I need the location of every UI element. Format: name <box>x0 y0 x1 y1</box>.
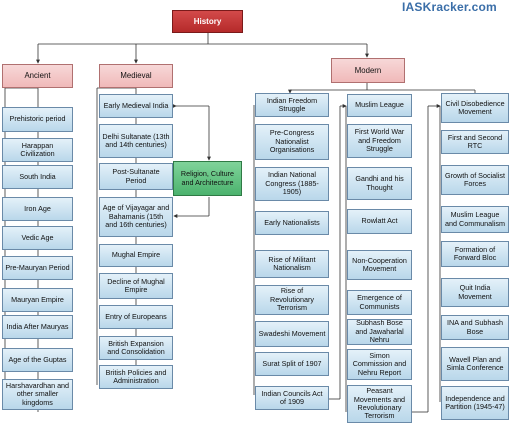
medieval-topic-3: Post-Sultanate Period <box>99 163 173 190</box>
modern-topic-c-6: Quit India Movement <box>441 278 509 307</box>
brand-watermark: IASKracker.com <box>402 0 497 14</box>
modern-topic-c-4: Muslim League and Communalism <box>441 206 509 233</box>
ancient-header: Ancient <box>2 64 73 88</box>
modern-topic-b-1: Muslim League <box>347 94 412 117</box>
modern-topic-b-3: Gandhi and his Thought <box>347 167 412 200</box>
modern-topic-a-6: Rise of Revolutionary Terrorism <box>255 285 329 315</box>
modern-topic-b-2: First World War and Freedom Struggle <box>347 124 412 158</box>
medieval-topic-5: Mughal Empire <box>99 244 173 267</box>
ancient-topic-1: Prehistoric period <box>2 107 73 132</box>
modern-topic-a-3: Indian National Congress (1885-1905) <box>255 167 329 201</box>
history-root-node: History <box>172 10 243 33</box>
modern-topic-a-9: Indian Councils Act of 1909 <box>255 386 329 410</box>
modern-topic-a-5: Rise of Militant Nationalism <box>255 250 329 278</box>
medieval-topic-2: Delhi Sultanate (13th and 14th centuries… <box>99 124 173 158</box>
medieval-side-node: Religion, Culture and Architecture <box>173 161 242 196</box>
medieval-topic-8: British Expansion and Consolidation <box>99 336 173 360</box>
ancient-topic-6: Pre-Mauryan Period <box>2 256 73 280</box>
modern-topic-c-5: Formation of Forward Bloc <box>441 241 509 267</box>
ancient-topic-9: Age of the Guptas <box>2 348 73 372</box>
modern-topic-b-7: Subhash Bose and Jawaharlal Nehru <box>347 319 412 345</box>
modern-topic-c-3: Growth of Socialist Forces <box>441 165 509 195</box>
medieval-header: Medieval <box>99 64 173 88</box>
modern-topic-b-4: Rowlatt Act <box>347 209 412 234</box>
ancient-topic-3: South India <box>2 165 73 189</box>
medieval-topic-4: Age of Vijayagar and Bahamanis (15th and… <box>99 197 173 237</box>
modern-topic-a-2: Pre-Congress Nationalist Organisations <box>255 124 329 160</box>
medieval-topic-6: Decline of Mughal Empire <box>99 273 173 299</box>
medieval-topic-9: British Policies and Administration <box>99 365 173 389</box>
modern-topic-a-8: Surat Split of 1907 <box>255 352 329 376</box>
ancient-topic-10: Harshavardhan and other smaller kingdoms <box>2 379 73 410</box>
modern-topic-a-7: Swadeshi Movement <box>255 321 329 347</box>
modern-topic-c-1: Civil Disobedience Movement <box>441 93 509 123</box>
modern-topic-b-6: Emergence of Communists <box>347 290 412 315</box>
modern-topic-b-9: Peasant Movements and Revolutionary Terr… <box>347 385 412 423</box>
ancient-topic-8: India After Mauryas <box>2 315 73 339</box>
ancient-topic-5: Vedic Age <box>2 226 73 250</box>
modern-topic-b-5: Non-Cooperation Movement <box>347 250 412 280</box>
modern-topic-a-4: Early Nationalists <box>255 211 329 235</box>
ancient-topic-7: Mauryan Empire <box>2 288 73 312</box>
modern-topic-a-1: Indian Freedom Struggle <box>255 93 329 117</box>
medieval-topic-7: Entry of Europeans <box>99 305 173 329</box>
ancient-topic-4: Iron Age <box>2 197 73 221</box>
modern-topic-c-8: Wavell Plan and Simla Conference <box>441 347 509 381</box>
modern-header: Modern <box>331 58 405 83</box>
modern-topic-b-8: Simon Commission and Nehru Report <box>347 349 412 380</box>
ancient-topic-2: Harappan Civilization <box>2 138 73 162</box>
modern-topic-c-9: Independence and Partition (1945-47) <box>441 386 509 420</box>
medieval-topic-1: Early Medieval India <box>99 94 173 118</box>
modern-topic-c-2: First and Second RTC <box>441 130 509 154</box>
modern-topic-c-7: INA and Subhash Bose <box>441 315 509 340</box>
